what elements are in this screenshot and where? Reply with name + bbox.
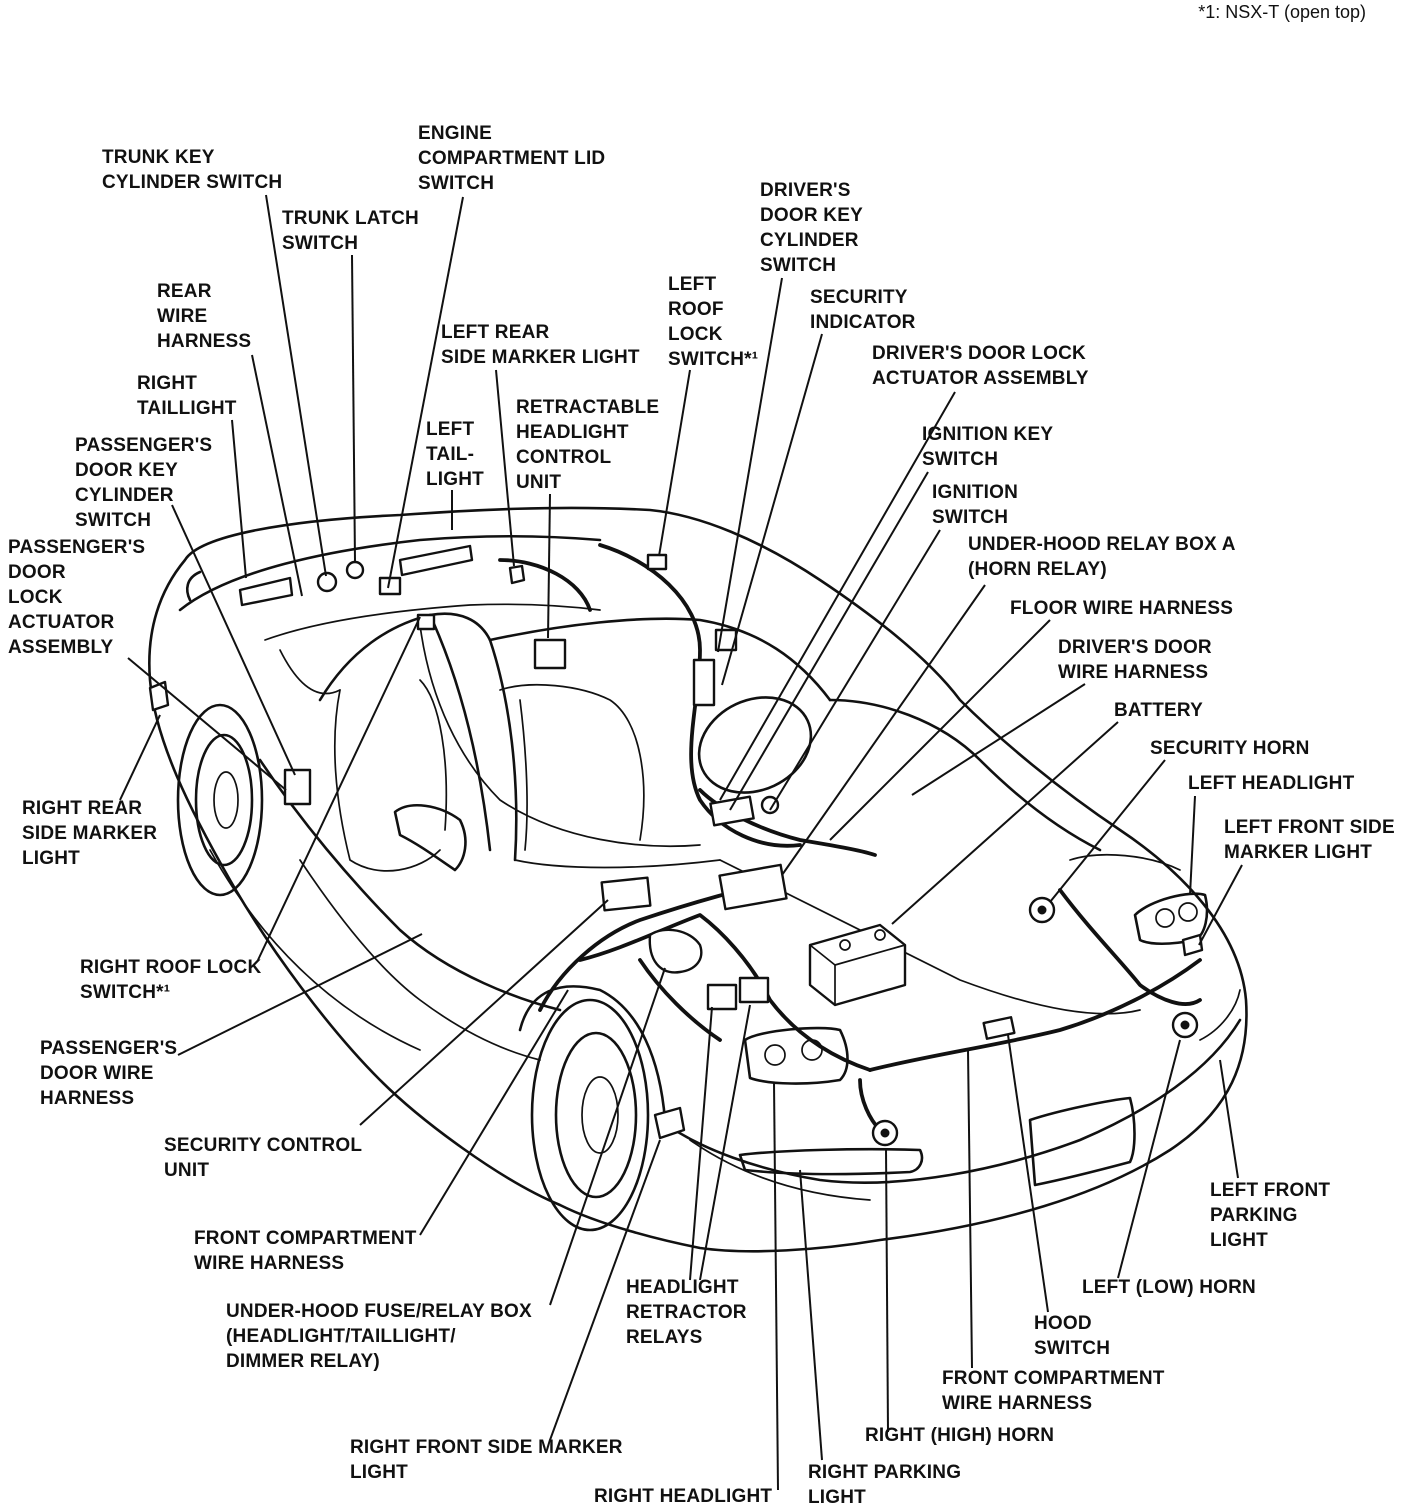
components bbox=[148, 553, 1204, 1147]
label-front-compartment-wire-harness-right: FRONT COMPARTMENT WIRE HARNESS bbox=[942, 1368, 1165, 1414]
label-ignition-key-switch: IGNITION KEY SWITCH bbox=[922, 424, 1054, 470]
label-right-parking-light: RIGHT PARKING LIGHT bbox=[808, 1462, 962, 1508]
label-left-rear-side-marker-light: LEFT REAR SIDE MARKER LIGHT bbox=[441, 322, 640, 368]
label-right-high-horn: RIGHT (HIGH) HORN bbox=[865, 1425, 1055, 1446]
label-drivers-door-lock-actuator-assembly: DRIVER'S DOOR LOCK ACTUATOR ASSEMBLY bbox=[872, 343, 1089, 389]
label-left-front-parking-light: LEFT FRONT PARKING LIGHT bbox=[1210, 1180, 1331, 1251]
car-body-outline bbox=[148, 506, 1248, 1253]
label-drivers-door-key-cylinder-switch: DRIVER'S DOOR KEY CYLINDER SWITCH bbox=[760, 180, 863, 276]
label-right-headlight: RIGHT HEADLIGHT bbox=[594, 1486, 773, 1507]
label-rear-wire-harness: REAR WIRE HARNESS bbox=[157, 281, 252, 352]
leader-lines bbox=[119, 194, 1243, 1491]
label-right-roof-lock-switch: RIGHT ROOF LOCK SWITCH*¹ bbox=[80, 957, 262, 1003]
label-retractable-headlight-control-unit: RETRACTABLE HEADLIGHT CONTROL UNIT bbox=[516, 397, 660, 493]
label-under-hood-relay-box-a: UNDER-HOOD RELAY BOX A (HORN RELAY) bbox=[968, 534, 1236, 580]
label-right-taillight: RIGHT TAILLIGHT bbox=[137, 373, 237, 419]
label-right-rear-side-marker-light: RIGHT REAR SIDE MARKER LIGHT bbox=[22, 798, 158, 869]
label-left-low-horn: LEFT (LOW) HORN bbox=[1082, 1277, 1256, 1298]
label-left-roof-lock-switch: LEFT ROOF LOCK SWITCH*¹ bbox=[668, 274, 759, 370]
label-battery: BATTERY bbox=[1114, 700, 1204, 721]
label-security-indicator: SECURITY INDICATOR bbox=[810, 287, 916, 333]
label-left-headlight: LEFT HEADLIGHT bbox=[1188, 773, 1355, 794]
label-hood-switch: HOOD SWITCH bbox=[1034, 1313, 1111, 1359]
label-left-taillight: LEFT TAIL- LIGHT bbox=[426, 419, 484, 490]
label-left-front-side-marker-light: LEFT FRONT SIDE MARKER LIGHT bbox=[1224, 817, 1395, 863]
label-trunk-key-cylinder-switch: TRUNK KEY CYLINDER SWITCH bbox=[102, 147, 283, 193]
label-passengers-door-wire-harness: PASSENGER'S DOOR WIRE HARNESS bbox=[40, 1038, 178, 1109]
label-security-horn: SECURITY HORN bbox=[1150, 738, 1310, 759]
label-passengers-door-key-cylinder-switch: PASSENGER'S DOOR KEY CYLINDER SWITCH bbox=[75, 435, 213, 531]
label-drivers-door-wire-harness: DRIVER'S DOOR WIRE HARNESS bbox=[1058, 637, 1212, 683]
label-security-control-unit: SECURITY CONTROL UNIT bbox=[164, 1135, 363, 1181]
label-headlight-retractor-relays: HEADLIGHT RETRACTOR RELAYS bbox=[626, 1277, 747, 1348]
footnote: *1: NSX-T (open top) bbox=[1198, 2, 1366, 22]
label-right-front-side-marker-light: RIGHT FRONT SIDE MARKER LIGHT bbox=[350, 1437, 623, 1483]
label-front-compartment-wire-harness-left: FRONT COMPARTMENT WIRE HARNESS bbox=[194, 1228, 417, 1274]
label-under-hood-fuse-relay-box: UNDER-HOOD FUSE/RELAY BOX (HEADLIGHT/TAI… bbox=[226, 1301, 532, 1372]
label-passengers-door-lock-actuator-assembly: PASSENGER'S DOOR LOCK ACTUATOR ASSEMBLY bbox=[8, 537, 146, 658]
label-ignition-switch: IGNITION SWITCH bbox=[932, 482, 1019, 528]
label-floor-wire-harness: FLOOR WIRE HARNESS bbox=[1010, 598, 1234, 619]
label-trunk-latch-switch: TRUNK LATCH SWITCH bbox=[282, 208, 419, 254]
label-engine-compartment-lid-switch: ENGINE COMPARTMENT LID SWITCH bbox=[418, 123, 606, 194]
